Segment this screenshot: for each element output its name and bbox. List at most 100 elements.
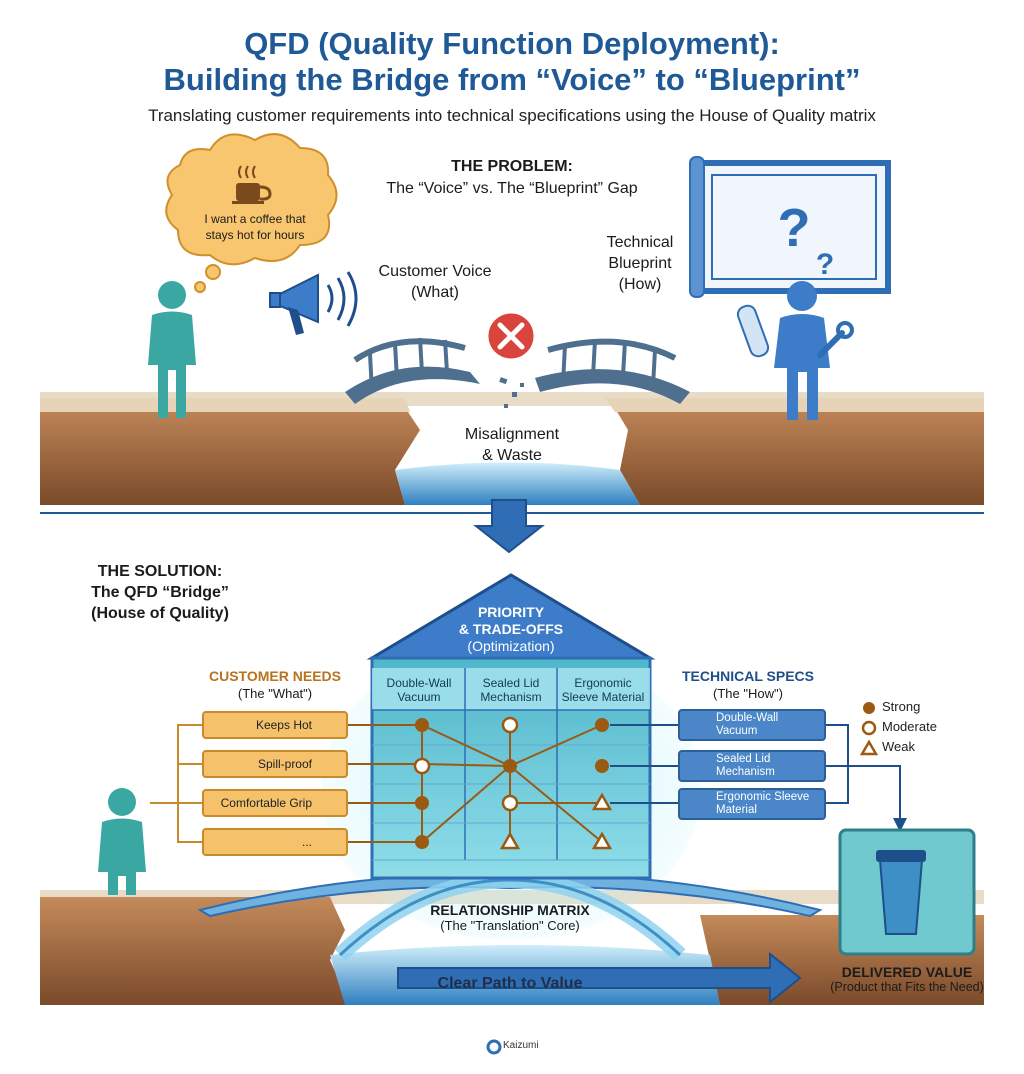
column-header-line: Vacuum bbox=[397, 690, 441, 704]
need-item-spill-proof: Spill-proof bbox=[202, 750, 348, 778]
spec-label: Material bbox=[716, 804, 757, 816]
marker-weak bbox=[591, 792, 613, 811]
legend-markers bbox=[859, 702, 879, 756]
solution-line-2: The QFD “Bridge” bbox=[91, 584, 229, 601]
left-cliff-bottom bbox=[40, 897, 350, 1005]
thought-line-2: stays hot for hours bbox=[205, 228, 305, 242]
need-label: Spill-proof bbox=[257, 757, 312, 771]
page-title: QFD (Quality Function Deployment): Build… bbox=[0, 26, 1024, 98]
left-cliff bbox=[40, 400, 420, 505]
solution-line-1: THE SOLUTION: bbox=[97, 563, 223, 580]
column-header-line: Sleeve Material bbox=[561, 690, 645, 704]
relationship-lines bbox=[348, 724, 603, 843]
column-header-line: Mechanism bbox=[480, 690, 542, 704]
error-x-icon bbox=[485, 310, 537, 362]
marker-strong bbox=[415, 718, 429, 732]
blueprint-line-1: Technical bbox=[606, 234, 674, 251]
solution-line-3: (House of Quality) bbox=[91, 605, 229, 622]
roof-line-3: (Optimization) bbox=[467, 638, 555, 654]
customer-voice-label: Customer Voice (What) bbox=[350, 261, 520, 303]
kaizumi-logo-mark bbox=[486, 1039, 502, 1055]
misalignment-label: Misalignment & Waste bbox=[430, 424, 594, 466]
kaizumi-logo-text: Kaizumi bbox=[503, 1040, 539, 1051]
engineer-figure bbox=[774, 281, 830, 420]
broken-bridge-right bbox=[535, 338, 690, 404]
title-line-2: Building the Bridge from “Voice” to “Blu… bbox=[163, 62, 861, 97]
marker-weak bbox=[499, 831, 521, 850]
voice-line-1: Customer Voice bbox=[378, 263, 492, 280]
column-header-line: Double-Wall bbox=[386, 676, 452, 690]
spec-label: Double-Wall bbox=[716, 712, 779, 724]
debris bbox=[499, 377, 524, 408]
gap-line-1: Misalignment bbox=[464, 426, 560, 443]
spec-label: Vacuum bbox=[716, 725, 758, 737]
customer-needs-heading: CUSTOMER NEEDS bbox=[209, 668, 341, 684]
spec-label: Ergonomic Sleeve bbox=[716, 791, 810, 803]
svg-text:?: ? bbox=[778, 198, 811, 258]
marker-moderate bbox=[501, 794, 519, 812]
need-item-comfortable-grip: Comfortable Grip bbox=[202, 789, 348, 817]
problem-heading: THE PROBLEM: bbox=[451, 158, 573, 175]
relationship-markers bbox=[413, 716, 613, 850]
blueprint-line-3: (How) bbox=[618, 276, 662, 293]
need-label: Comfortable Grip bbox=[220, 796, 312, 810]
right-cliff bbox=[610, 400, 984, 505]
marker-weak bbox=[591, 831, 613, 850]
customer-needs-sub: (The "What") bbox=[237, 686, 313, 701]
roof-line-2: & TRADE-OFFS bbox=[458, 621, 564, 637]
down-arrow bbox=[473, 499, 545, 554]
voice-line-2: (What) bbox=[411, 284, 459, 301]
legend-weak: Weak bbox=[882, 739, 915, 754]
megaphone-icon bbox=[269, 271, 358, 335]
delivered-value-label: DELIVERED VALUE (Product that Fits the N… bbox=[800, 964, 1014, 994]
title-line-1: QFD (Quality Function Deployment): bbox=[244, 26, 780, 61]
legend-strong: Strong bbox=[882, 699, 921, 714]
marker-moderate bbox=[413, 757, 431, 775]
roof-line-1: PRIORITY bbox=[477, 604, 545, 620]
broken-bridge-left bbox=[345, 337, 480, 404]
blueprint-board: ? ? bbox=[689, 156, 891, 298]
problem-subheading: The “Voice” vs. The “Blueprint” Gap bbox=[386, 180, 638, 197]
column-header-line: Sealed Lid bbox=[482, 676, 540, 690]
column-header-line: Ergonomic bbox=[574, 676, 632, 690]
tumbler-icon bbox=[878, 859, 924, 935]
spec-label: Sealed Lid bbox=[716, 753, 771, 765]
need-item-keeps-hot: Keeps Hot bbox=[202, 711, 348, 739]
svg-text:?: ? bbox=[816, 248, 834, 281]
value-line-2: (Product that Fits the Need) bbox=[830, 980, 984, 994]
specs-connectors bbox=[610, 724, 901, 822]
relationship-matrix-label: RELATIONSHIP MATRIX (The "Translation" C… bbox=[410, 902, 610, 933]
marker-strong bbox=[595, 718, 609, 732]
gap-line-2: & Waste bbox=[482, 447, 542, 464]
delivered-product bbox=[838, 828, 976, 956]
technical-blueprint-label: Technical Blueprint (How) bbox=[585, 232, 695, 295]
need-label: Keeps Hot bbox=[255, 718, 312, 732]
need-label: ... bbox=[301, 835, 312, 849]
rolled-blueprint-icon bbox=[736, 304, 770, 358]
customer-figure bbox=[148, 281, 196, 418]
solution-heading: THE SOLUTION: The QFD “Bridge” (House of… bbox=[60, 561, 260, 624]
legend-moderate: Moderate bbox=[882, 719, 937, 734]
marker-strong bbox=[415, 796, 429, 810]
marker-strong bbox=[415, 835, 429, 849]
spec-label: Mechanism bbox=[716, 766, 775, 778]
value-line-1: DELIVERED VALUE bbox=[841, 964, 973, 980]
technical-specs-heading: TECHNICAL SPECS bbox=[682, 668, 814, 684]
thought-text: I want a coffee that stays hot for hours bbox=[188, 211, 322, 243]
subtitle: Translating customer requirements into t… bbox=[148, 106, 876, 125]
river bbox=[395, 462, 640, 505]
wrench-icon bbox=[817, 321, 854, 358]
marker-moderate bbox=[501, 716, 519, 734]
marker-strong bbox=[503, 759, 517, 773]
clear-path-label: Clear Path to Value bbox=[437, 975, 583, 992]
matrix-line-1: RELATIONSHIP MATRIX bbox=[430, 902, 590, 918]
spec-arrow-head bbox=[893, 818, 907, 832]
needs-connectors bbox=[150, 724, 202, 843]
